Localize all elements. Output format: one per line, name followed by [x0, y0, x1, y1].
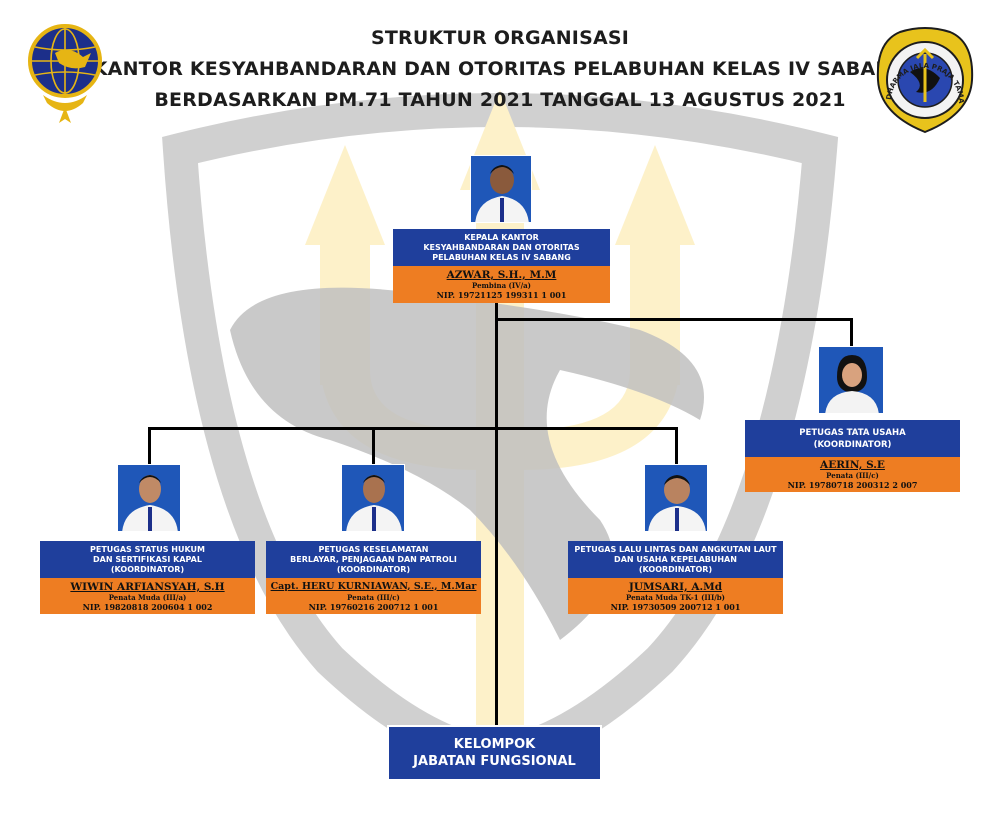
head-rank: Pembina (IV/a) [472, 281, 531, 290]
functional-group-line: KELOMPOK [453, 737, 536, 752]
tata-usaha-nip: NIP. 19780718 200312 2 007 [787, 480, 918, 490]
unit-title-line: (KOORDINATOR) [638, 564, 713, 574]
tata-usaha-rank: Penata (III/c) [826, 471, 879, 480]
unit-title-line: PETUGAS STATUS HUKUM [90, 544, 205, 554]
sea-and-coast-guard-logo: DHARMA JALA PRAJA TAMA [876, 27, 974, 134]
unit-name: Capt. HERU KURNIAWAN, S.E., M.Mar [270, 580, 477, 592]
chart-title: STRUKTUR ORGANISASI [370, 27, 630, 49]
unit-title-line: BERLAYAR, PENJAGAAN DAN PATROLI [290, 554, 457, 564]
unit-title-line: DAN USAHA KEPELABUHAN [614, 554, 737, 564]
unit-info-box: Capt. HERU KURNIAWAN, S.E., M.Mar Penata… [266, 578, 481, 614]
unit-info-box: WIWIN ARFIANSYAH, S.H Penata Muda (III/a… [40, 578, 255, 614]
unit-photo [644, 464, 708, 532]
connector-head-down [495, 303, 498, 727]
unit-rank: Penata Muda (III/a) [108, 592, 187, 602]
tata-usaha-title-line: (KOORDINATOR) [813, 439, 892, 450]
unit-title-line: (KOORDINATOR) [336, 564, 411, 574]
connector-units-horizontal [148, 427, 678, 430]
functional-group-box: KELOMPOK JABATAN FUNGSIONAL [387, 725, 602, 781]
unit-info-box: JUMSARI, A.Md Penata Muda TK-1 (III/b) N… [568, 578, 783, 614]
unit-nip: NIP. 19760216 200712 1 001 [308, 601, 439, 612]
unit-name: JUMSARI, A.Md [628, 580, 723, 593]
tata-usaha-title-box: PETUGAS TATA USAHA (KOORDINATOR) [745, 420, 960, 457]
unit-nip: NIP. 19730509 200712 1 001 [610, 601, 741, 612]
connector-to-tata-usaha-vertical [850, 318, 853, 346]
unit-rank: Penata Muda TK-1 (III/b) [626, 592, 725, 602]
head-name: AZWAR, S.H., M.M [446, 269, 557, 281]
tata-usaha-title-line: PETUGAS TATA USAHA [799, 427, 906, 438]
unit-title-box: PETUGAS KESELAMATAN BERLAYAR, PENJAGAAN … [266, 541, 481, 578]
unit-title-box: PETUGAS LALU LINTAS DAN ANGKUTAN LAUT DA… [568, 541, 783, 578]
connector-unit-1 [148, 427, 151, 464]
unit-photo [341, 464, 405, 532]
head-info-box: AZWAR, S.H., M.M Pembina (IV/a) NIP. 197… [393, 266, 610, 303]
head-nip: NIP. 19721125 199311 1 001 [436, 290, 567, 300]
unit-title-line: PETUGAS LALU LINTAS DAN ANGKUTAN LAUT [574, 544, 777, 554]
head-title-box: KEPALA KANTOR KESYAHBANDARAN DAN OTORITA… [393, 229, 610, 266]
head-title-line: KESYAHBANDARAN DAN OTORITAS [423, 242, 580, 252]
office-name: KANTOR KESYAHBANDARAN DAN OTORITAS PELAB… [92, 58, 908, 80]
ministry-logo [28, 24, 102, 123]
unit-title-line: DAN SERTIFIKASI KAPAL [93, 554, 202, 564]
connector-unit-2 [372, 427, 375, 464]
regulation-reference: BERDASARKAN PM.71 TAHUN 2021 TANGGAL 13 … [154, 89, 846, 111]
connector-to-tata-usaha-horizontal [495, 318, 852, 321]
unit-title-box: PETUGAS STATUS HUKUM DAN SERTIFIKASI KAP… [40, 541, 255, 578]
unit-title-line: (KOORDINATOR) [110, 564, 185, 574]
head-photo [470, 155, 532, 223]
tata-usaha-photo [818, 346, 884, 414]
unit-title-line: PETUGAS KESELAMATAN [318, 544, 429, 554]
unit-photo [117, 464, 181, 532]
unit-rank: Penata (III/c) [347, 592, 400, 602]
tata-usaha-info-box: AERIN, S.E Penata (III/c) NIP. 19780718 … [745, 457, 960, 492]
unit-name: WIWIN ARFIANSYAH, S.H [70, 580, 225, 593]
connector-unit-3 [675, 427, 678, 464]
tata-usaha-name: AERIN, S.E [820, 459, 885, 471]
head-title-line: PELABUHAN KELAS IV SABANG [432, 252, 571, 262]
unit-nip: NIP. 19820818 200604 1 002 [82, 601, 213, 612]
head-title-line: KEPALA KANTOR [464, 232, 539, 242]
functional-group-line: JABATAN FUNGSIONAL [413, 754, 576, 769]
